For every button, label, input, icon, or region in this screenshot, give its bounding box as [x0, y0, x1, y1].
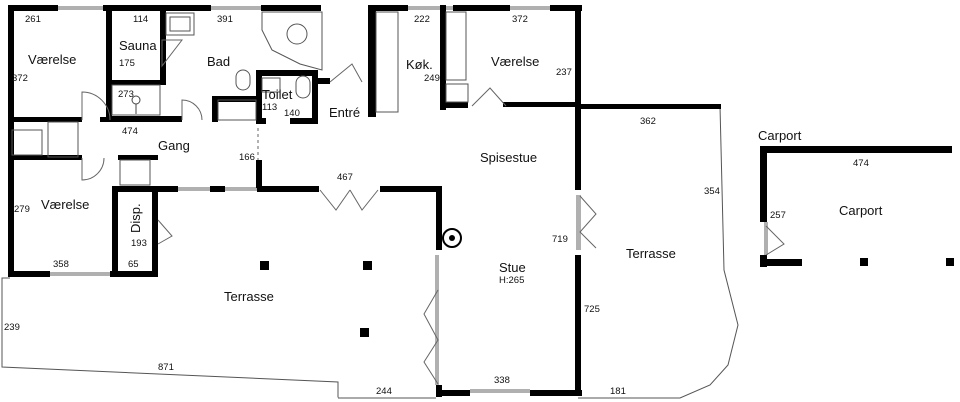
dimension-label: 354	[704, 186, 720, 197]
terrace-right-outline	[578, 105, 739, 399]
dimension-label: 249	[424, 73, 440, 84]
sink-bath	[261, 77, 281, 93]
dimension-label: 239	[4, 322, 20, 333]
room-carport: Carport	[839, 203, 883, 218]
dimension-labels: 261 114 391 222 372 372 175 237 249 273 …	[4, 14, 869, 397]
terrace-left-outline	[1, 277, 436, 399]
dimension-label: 166	[239, 152, 255, 163]
dimension-label: 114	[133, 14, 148, 25]
dimension-label: 140	[284, 108, 300, 119]
doors	[81, 39, 785, 385]
toilet-bowl	[295, 75, 311, 99]
closet	[47, 121, 79, 158]
room-stue-height: H:265	[499, 275, 524, 286]
dimension-label: 467	[337, 172, 353, 183]
dimension-label: 273	[118, 89, 134, 100]
dimension-label: 362	[640, 116, 656, 127]
dimension-label: 279	[14, 204, 30, 215]
dimension-label: 338	[494, 375, 510, 386]
dimension-label: 113	[262, 102, 277, 113]
shower-area	[111, 84, 161, 116]
kitchen-sink	[445, 11, 467, 81]
room-sauna: Sauna	[119, 38, 157, 53]
dimension-label: 175	[119, 58, 135, 69]
room-vaerelse-bottom-left: Værelse	[41, 197, 89, 212]
fireplace-icon	[442, 228, 462, 248]
dimension-label: 193	[131, 238, 147, 249]
terrace-outlines	[1, 105, 739, 399]
dimension-label: 391	[217, 14, 233, 25]
dimension-label: 474	[122, 126, 138, 137]
toilet-bowl-bath	[235, 69, 251, 91]
dimension-label: 244	[376, 386, 392, 397]
room-entre: Entré	[329, 105, 360, 120]
dimension-label: 372	[512, 14, 528, 25]
windows	[50, 6, 768, 393]
dimension-label: 474	[853, 158, 869, 169]
walls	[8, 5, 954, 397]
dimension-label: 257	[770, 210, 786, 221]
dimension-label: 181	[610, 386, 626, 397]
shower-icon	[131, 95, 141, 114]
fixtures	[0, 11, 469, 399]
room-gang: Gang	[158, 138, 190, 153]
room-terrasse-right: Terrasse	[626, 246, 676, 261]
room-disp: Disp.	[128, 203, 143, 233]
room-stue: Stue	[499, 260, 526, 275]
carport-heading: Carport	[758, 128, 802, 143]
dimension-label: 237	[556, 67, 572, 78]
dimension-label: 719	[552, 234, 568, 245]
room-vaerelse-top-right: Værelse	[491, 54, 539, 69]
room-terrasse-left: Terrasse	[224, 289, 274, 304]
dimension-label: 261	[25, 14, 41, 25]
dimension-label: 358	[53, 259, 69, 270]
room-koekken: Køk.	[406, 57, 433, 72]
room-spisestue: Spisestue	[480, 150, 537, 165]
kitchen-counter	[375, 11, 399, 113]
dimension-label: 222	[414, 14, 430, 25]
corner-bathtub	[261, 11, 323, 71]
dimension-label: 65	[128, 259, 139, 270]
room-toilet: Toilet	[262, 87, 293, 102]
dimension-label: 372	[12, 73, 28, 84]
sauna-stove	[165, 12, 195, 36]
dimension-label: 725	[584, 304, 600, 315]
dimension-label: 871	[158, 362, 174, 373]
room-labels: Værelse Sauna Bad Toilet Entré Køk. Være…	[28, 38, 883, 304]
room-bad: Bad	[207, 54, 230, 69]
room-vaerelse-top-left: Værelse	[28, 52, 76, 67]
